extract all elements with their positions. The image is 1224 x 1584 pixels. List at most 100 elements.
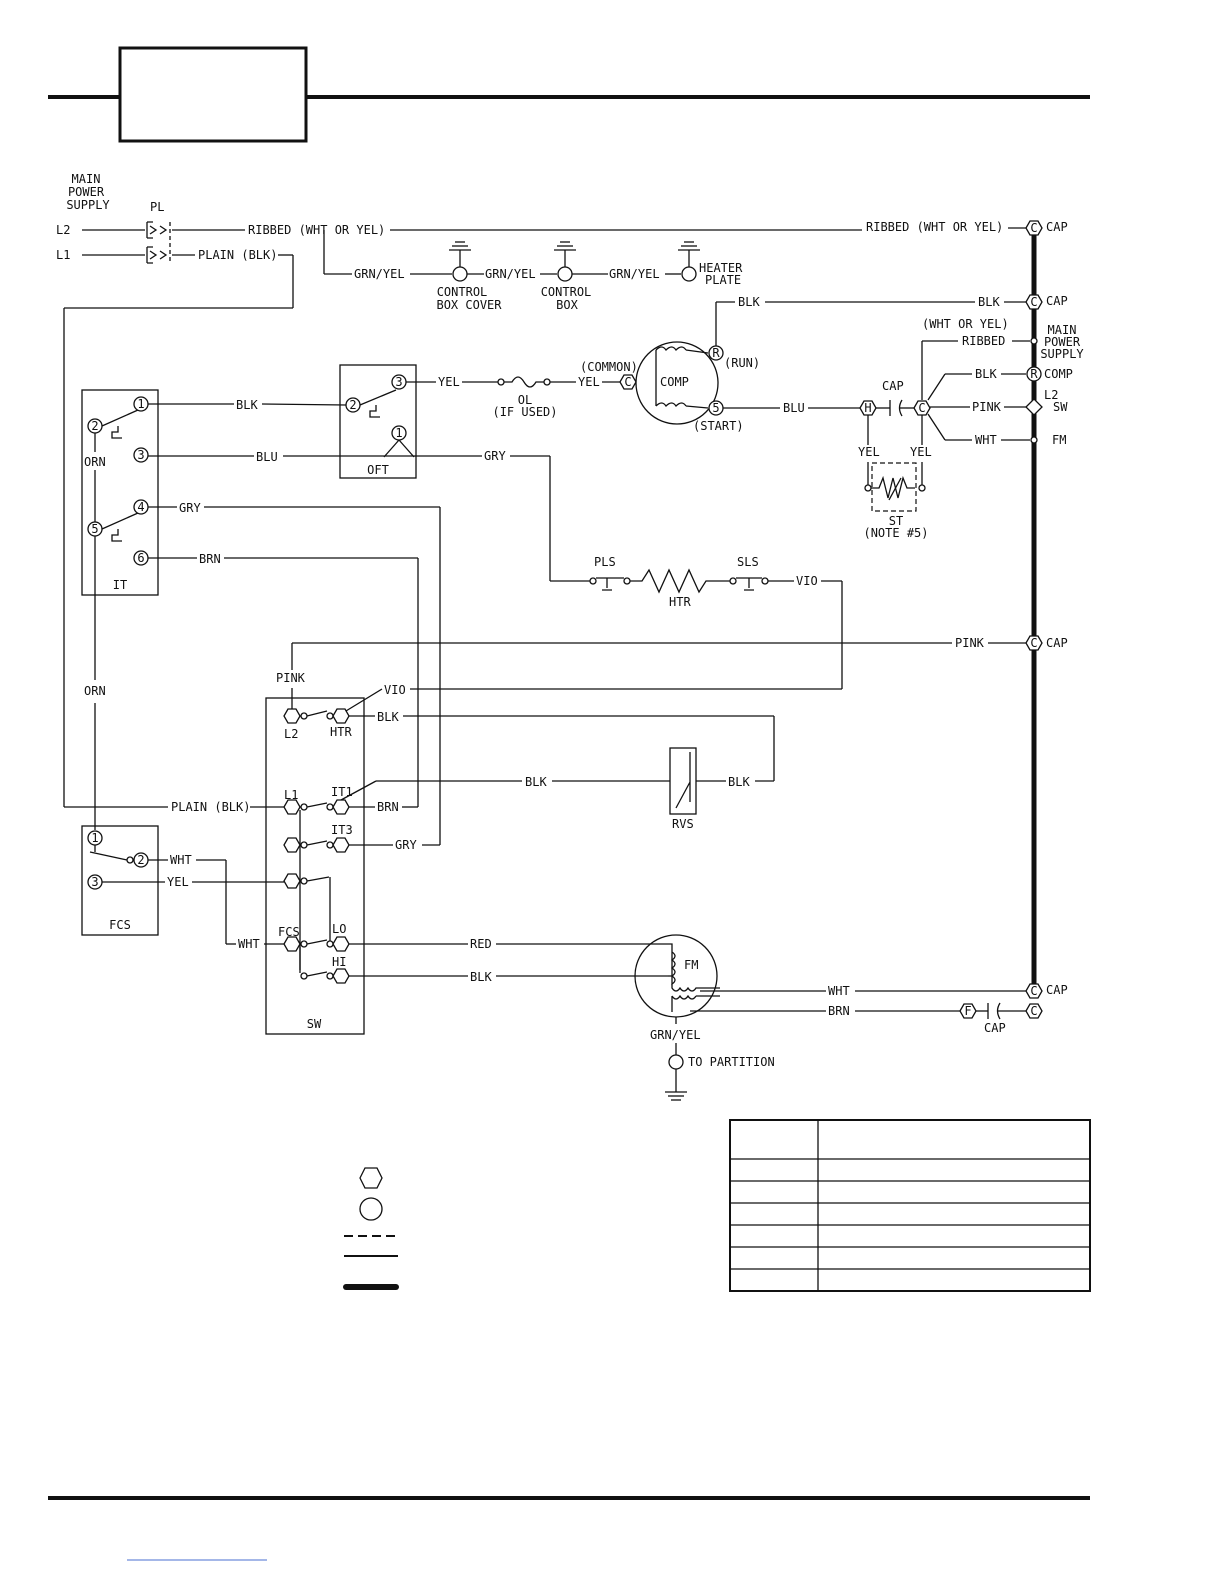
svg-text:WHT: WHT <box>238 937 260 951</box>
svg-text:RED: RED <box>470 937 492 951</box>
svg-text:RVS: RVS <box>672 817 694 831</box>
svg-text:HTR: HTR <box>669 595 691 609</box>
svg-text:WHT: WHT <box>975 433 997 447</box>
svg-text:C: C <box>624 375 631 389</box>
svg-text:YEL: YEL <box>438 375 460 389</box>
svg-text:IT3: IT3 <box>331 823 353 837</box>
svg-text:GRY: GRY <box>395 838 417 852</box>
svg-text:VIO: VIO <box>384 683 406 697</box>
svg-text:YEL: YEL <box>858 445 880 459</box>
svg-text:IT1: IT1 <box>331 785 353 799</box>
reversing-valve-solenoid-rvs: RVS BLK <box>669 747 750 831</box>
svg-text:F: F <box>964 1004 971 1018</box>
plain-blk-wire: PLAIN (BLK) PLAIN (BLK) <box>63 248 294 814</box>
svg-text:GRN/YEL: GRN/YEL <box>609 267 660 281</box>
svg-text:COMP: COMP <box>1044 367 1073 381</box>
svg-text:FM: FM <box>1052 433 1066 447</box>
svg-text:ST: ST <box>889 514 903 528</box>
svg-text:BLK: BLK <box>728 775 750 789</box>
svg-text:YEL: YEL <box>910 445 932 459</box>
svg-text:BLK: BLK <box>975 367 997 381</box>
svg-text:3: 3 <box>395 375 402 389</box>
svg-text:RIBBED (WHT OR YEL): RIBBED (WHT OR YEL) <box>248 223 385 237</box>
legend-hexagon-symbol <box>359 1167 383 1189</box>
svg-text:L2: L2 <box>56 223 70 237</box>
svg-text:BLK: BLK <box>377 710 399 724</box>
svg-text:YEL: YEL <box>578 375 600 389</box>
svg-text:CAP: CAP <box>1046 294 1068 308</box>
main-power-supply-left: MAIN POWER SUPPLY L2 L1 PL <box>56 172 164 262</box>
svg-text:PLS: PLS <box>594 555 616 569</box>
svg-text:(IF USED): (IF USED) <box>492 405 557 419</box>
svg-text:5: 5 <box>712 401 719 415</box>
svg-text:ORN: ORN <box>84 684 106 698</box>
svg-text:HEATER: HEATER <box>699 261 743 275</box>
svg-text:BLK: BLK <box>236 398 258 412</box>
svg-text:3: 3 <box>137 448 144 462</box>
svg-text:SUPPLY: SUPPLY <box>1040 347 1084 361</box>
svg-text:BOX COVER: BOX COVER <box>436 298 502 312</box>
svg-text:BLU: BLU <box>783 401 805 415</box>
svg-text:PLAIN (BLK): PLAIN (BLK) <box>198 248 277 262</box>
svg-text:1: 1 <box>91 831 98 845</box>
svg-text:2: 2 <box>349 398 356 412</box>
svg-text:(RUN): (RUN) <box>724 356 760 370</box>
svg-text:SUPPLY: SUPPLY <box>66 198 110 212</box>
svg-text:4: 4 <box>137 500 144 514</box>
svg-text:H: H <box>864 401 871 415</box>
svg-text:YEL: YEL <box>167 875 189 889</box>
svg-text:BLK: BLK <box>470 970 492 984</box>
svg-text:COMP: COMP <box>660 375 689 389</box>
svg-text:PINK: PINK <box>972 400 1002 414</box>
svg-text:(START): (START) <box>693 419 744 433</box>
svg-text:RIBBED (WHT OR YEL): RIBBED (WHT OR YEL) <box>866 220 1003 234</box>
svg-text:2: 2 <box>91 419 98 433</box>
svg-text:BLK: BLK <box>978 295 1000 309</box>
svg-text:CAP: CAP <box>1046 983 1068 997</box>
svg-text:GRN/YEL: GRN/YEL <box>354 267 405 281</box>
svg-text:6: 6 <box>137 551 144 565</box>
svg-text:CONTROL: CONTROL <box>437 285 488 299</box>
fan-cycle-switch-fcs: FCS 1 2 3 WHT WHT YEL <box>81 825 284 951</box>
indoor-thermostat-it: IT 1 2 3 ORN 4 5 6 ORN <box>81 389 159 830</box>
overload-ol: OL (IF USED) YEL <box>492 375 620 419</box>
svg-text:GRY: GRY <box>484 449 506 463</box>
svg-text:GRN/YEL: GRN/YEL <box>485 267 536 281</box>
svg-text:GRN/YEL: GRN/YEL <box>650 1028 701 1042</box>
svg-text:SLS: SLS <box>737 555 759 569</box>
svg-text:1: 1 <box>137 397 144 411</box>
svg-text:RIBBED: RIBBED <box>962 334 1005 348</box>
svg-text:MAIN: MAIN <box>72 172 101 186</box>
svg-text:L1: L1 <box>284 788 298 802</box>
outdoor-fan-thermostat-oft: OFT 3 2 1 YEL <box>339 364 498 479</box>
svg-text:BLK: BLK <box>525 775 547 789</box>
svg-text:WHT: WHT <box>828 984 850 998</box>
svg-text:PL: PL <box>150 200 164 214</box>
svg-text:L2: L2 <box>284 727 298 741</box>
svg-text:C: C <box>1030 636 1037 650</box>
svg-text:BLK: BLK <box>738 295 760 309</box>
fan-motor-fm: FM WHT C CAP BRN F C CAP GRN/YEL TO PART… <box>634 934 1068 1101</box>
svg-text:C: C <box>1030 295 1037 309</box>
svg-text:R: R <box>1030 367 1038 381</box>
svg-text:HTR: HTR <box>330 725 352 739</box>
svg-text:MAIN: MAIN <box>1048 323 1077 337</box>
svg-text:C: C <box>1030 984 1037 998</box>
svg-text:LO: LO <box>332 922 346 936</box>
svg-text:5: 5 <box>91 522 98 536</box>
svg-text:TO PARTITION: TO PARTITION <box>688 1055 775 1069</box>
svg-text:POWER: POWER <box>68 185 105 199</box>
svg-text:C: C <box>918 401 925 415</box>
svg-text:CAP: CAP <box>984 1021 1006 1035</box>
svg-text:2: 2 <box>137 853 144 867</box>
svg-text:SW: SW <box>307 1017 322 1031</box>
svg-text:GRY: GRY <box>179 501 201 515</box>
plug-pl <box>146 221 171 264</box>
svg-text:SW: SW <box>1053 400 1068 414</box>
svg-text:VIO: VIO <box>796 574 818 588</box>
it-wires: BLK BLU GRY GRY BRN <box>148 398 590 845</box>
svg-text:CAP: CAP <box>1046 220 1068 234</box>
svg-text:OL: OL <box>518 393 532 407</box>
svg-text:BRN: BRN <box>828 1004 850 1018</box>
right-cap-terminals: C CAP BLK BLK C CAP (WHT OR YEL) MAIN PO… <box>715 220 1084 447</box>
